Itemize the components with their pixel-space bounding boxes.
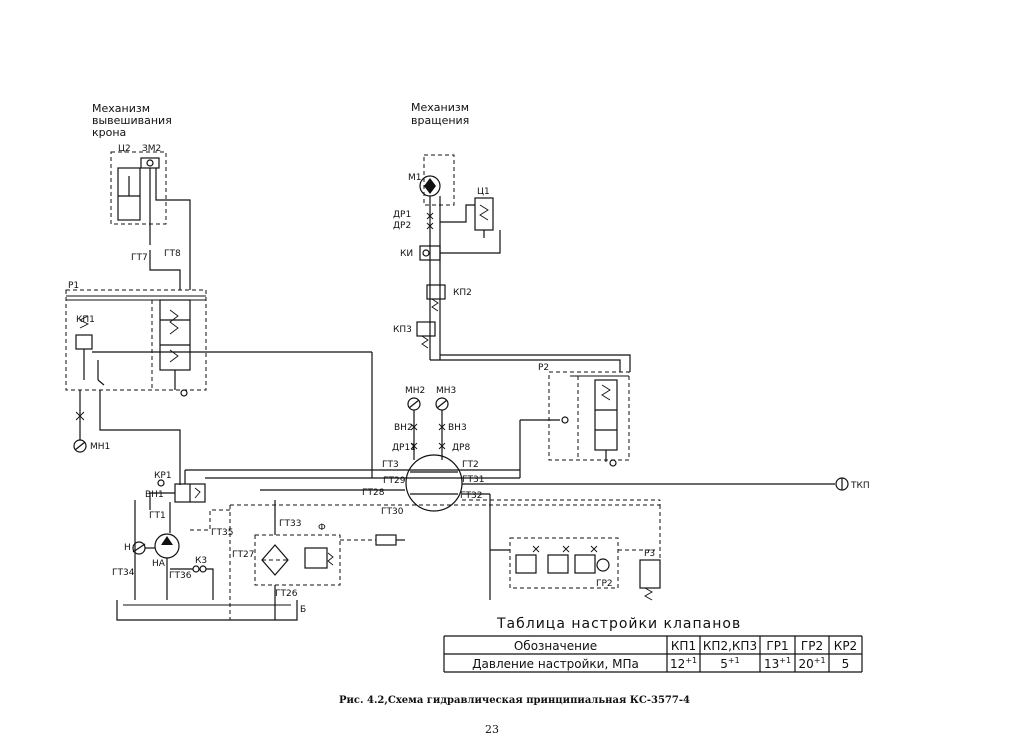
label-n: Н — [124, 543, 131, 553]
boom-mech-title-3: крона — [92, 126, 126, 139]
label-dr1: ДР1 — [393, 210, 411, 220]
label-vn2: ВН2 — [394, 423, 413, 433]
distributor-r1 — [65, 289, 207, 391]
cylinder-c2 — [110, 151, 167, 225]
value-tolerance: +1 — [728, 656, 740, 665]
label-c2: Ц2 — [118, 144, 131, 154]
label-kp1: КП1 — [76, 315, 95, 325]
tank-b — [116, 600, 298, 621]
valve-kp3 — [416, 321, 436, 337]
label-kr1: КР1 — [154, 471, 172, 481]
label-k3: К3 — [195, 556, 207, 566]
table-header-cell: ГР1 — [766, 639, 788, 653]
label-gt29: ГТ29 — [383, 476, 406, 486]
label-gt8: ГТ8 — [164, 249, 181, 259]
value-tolerance: +1 — [779, 656, 791, 665]
label-m1: М1 — [408, 173, 422, 183]
table-header-cell: КР2 — [834, 639, 857, 653]
label-gt33: ГТ33 — [279, 519, 301, 529]
label-gt7: ГТ7 — [131, 253, 148, 263]
label-dr2: ДР2 — [393, 221, 411, 231]
label-gt30: ГТ30 — [381, 507, 404, 517]
label-mn3: МН3 — [436, 386, 456, 396]
label-c1: Ц1 — [477, 187, 490, 197]
figure-caption: Рис. 4.2,Схема гидравлическая принципиал… — [339, 695, 690, 706]
value-base: 13 — [764, 657, 779, 671]
valve-block-gr2 — [509, 537, 619, 589]
label-mn2: МН2 — [405, 386, 425, 396]
table-value-cell: 12+1 — [670, 656, 697, 671]
table-header-cell: КП2,КП3 — [703, 639, 757, 653]
value-base: 5 — [720, 657, 728, 671]
rot-mech-title-1: Механизм — [411, 101, 469, 114]
label-gt35: ГТ35 — [211, 528, 233, 538]
label-gt27: ГТ27 — [232, 550, 254, 560]
label-dr8: ДР8 — [452, 443, 470, 453]
label-kp3: КП3 — [393, 325, 412, 335]
value-base: 20 — [798, 657, 813, 671]
boom-mech-title-1: Механизм — [92, 102, 150, 115]
label-vn3: ВН3 — [448, 423, 467, 433]
table-header-cell: КП1 — [671, 639, 696, 653]
value-base: 5 — [842, 657, 850, 671]
label-gt3: ГТ3 — [382, 460, 399, 470]
label-gt31: ГТ31 — [462, 475, 484, 485]
cylinder-c1 — [474, 197, 494, 231]
value-tolerance: +1 — [814, 656, 826, 665]
valve-r3 — [639, 559, 661, 589]
value-base: 12 — [670, 657, 685, 671]
label-f: Ф — [318, 523, 326, 533]
value-tolerance: +1 — [685, 656, 697, 665]
table-value-cell: 5+1 — [720, 656, 739, 671]
table-title: Таблица настройки клапанов — [496, 616, 741, 632]
label-vn1: ВН1 — [145, 490, 164, 500]
label-ki: КИ — [400, 249, 413, 259]
label-gt34: ГТ34 — [112, 568, 135, 578]
valve-kp2 — [426, 284, 446, 300]
rot-mech-title-2: вращения — [411, 114, 469, 127]
filter-f — [254, 534, 341, 586]
label-tkp: ТКП — [850, 481, 870, 491]
table-header-cell: ГР2 — [801, 639, 823, 653]
label-gt32: ГТ32 — [460, 491, 482, 501]
label-gt2: ГТ2 — [462, 460, 479, 470]
page-number: 23 — [485, 723, 499, 736]
table-value-cell: 13+1 — [764, 656, 791, 671]
label-b: Б — [300, 605, 306, 615]
label-gt28: ГТ28 — [362, 488, 385, 498]
table-value-cell: 5 — [842, 657, 850, 671]
label-kp2: КП2 — [453, 288, 472, 298]
label-dr11: ДР11 — [392, 443, 416, 453]
boom-mech-title-2: вывешивания — [92, 114, 172, 127]
label-gr2: ГР2 — [596, 579, 613, 589]
table-row-label: Давление настройки, МПа — [472, 657, 639, 671]
label-mn1: МН1 — [90, 442, 110, 452]
label-gt1: ГТ1 — [149, 511, 166, 521]
label-r3: Р3 — [644, 549, 655, 559]
gauge-mn1 — [73, 439, 87, 453]
label-na: НА — [152, 559, 166, 569]
label-gt26: ГТ26 — [275, 589, 298, 599]
table-header-designation: Обозначение — [514, 639, 597, 653]
label-zm2: ЗМ2 — [142, 144, 161, 154]
label-r1: Р1 — [68, 281, 79, 291]
rotary-joint — [405, 454, 463, 512]
table-value-cell: 20+1 — [798, 656, 825, 671]
label-gt36: ГТ36 — [169, 571, 192, 581]
label-r2: Р2 — [538, 363, 549, 373]
